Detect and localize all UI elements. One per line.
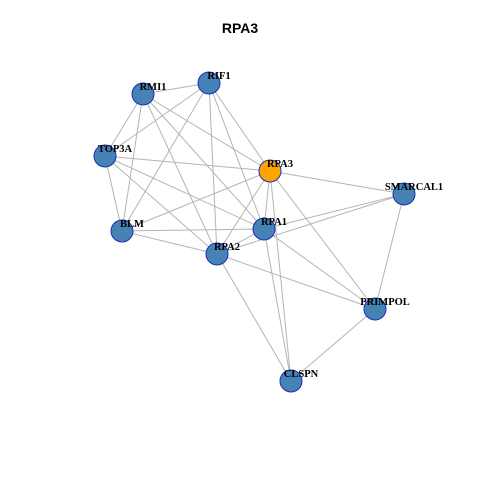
edge-rpa3-smarcal1: [269, 170, 405, 195]
node-clspn: [279, 369, 303, 393]
edge-smarcal1-rpa2: [216, 193, 405, 255]
node-label-primpol: PRIMPOL: [360, 297, 410, 308]
edge-rpa3-blm: [121, 170, 271, 232]
node-label-rpa2: RPA2: [214, 242, 240, 253]
node-rpa2: [205, 242, 229, 266]
node-label-blm: BLM: [120, 219, 144, 230]
node-rmi1: [131, 82, 155, 106]
node-label-top3a: TOP3A: [98, 144, 133, 155]
edge-rpa3-primpol: [269, 170, 376, 310]
edge-rmi1-rpa3: [142, 93, 271, 172]
node-label-rpa1: RPA1: [261, 217, 287, 228]
edge-rif1-blm: [121, 82, 210, 232]
node-label-rpa3: RPA3: [267, 159, 293, 170]
node-rif1: [197, 71, 221, 95]
edge-rmi1-top3a: [104, 93, 144, 157]
edge-layer: [104, 82, 405, 382]
node-label-smarcal1: SMARCAL1: [385, 182, 443, 193]
node-blm: [110, 219, 134, 243]
node-smarcal1: [392, 182, 416, 206]
edge-top3a-rpa3: [104, 155, 271, 172]
edge-top3a-blm: [104, 155, 123, 232]
edge-rmi1-rpa1: [142, 93, 265, 230]
edge-rpa1-primpol: [263, 228, 376, 310]
edge-top3a-rpa2: [104, 155, 218, 255]
edge-rpa2-clspn: [216, 253, 292, 382]
edge-smarcal1-primpol: [374, 193, 405, 310]
edge-rif1-top3a: [104, 82, 210, 157]
edge-blm-rpa2: [121, 230, 218, 255]
node-primpol: [363, 297, 387, 321]
edge-blm-rpa1: [121, 228, 265, 232]
node-label-rmi1: RMI1: [140, 82, 167, 93]
edge-rpa1-clspn: [263, 228, 292, 382]
edge-smarcal1-rpa1: [263, 193, 405, 230]
edge-rmi1-blm: [121, 93, 144, 232]
node-layer: [93, 71, 416, 393]
node-label-clspn: CLSPN: [284, 369, 319, 380]
edge-top3a-rpa1: [104, 155, 265, 230]
node-label-rif1: RIF1: [207, 71, 230, 82]
node-rpa1: [252, 217, 276, 241]
edge-rpa3-rpa2: [216, 170, 271, 255]
edge-rif1-rpa3: [208, 82, 271, 172]
edge-rpa2-primpol: [216, 253, 376, 310]
edge-rif1-rpa2: [208, 82, 218, 255]
node-rpa3: [258, 159, 282, 183]
edge-rif1-rpa1: [208, 82, 265, 230]
node-top3a: [93, 144, 117, 168]
plot-title: RPA3: [221, 20, 259, 36]
edge-primpol-clspn: [290, 308, 376, 382]
